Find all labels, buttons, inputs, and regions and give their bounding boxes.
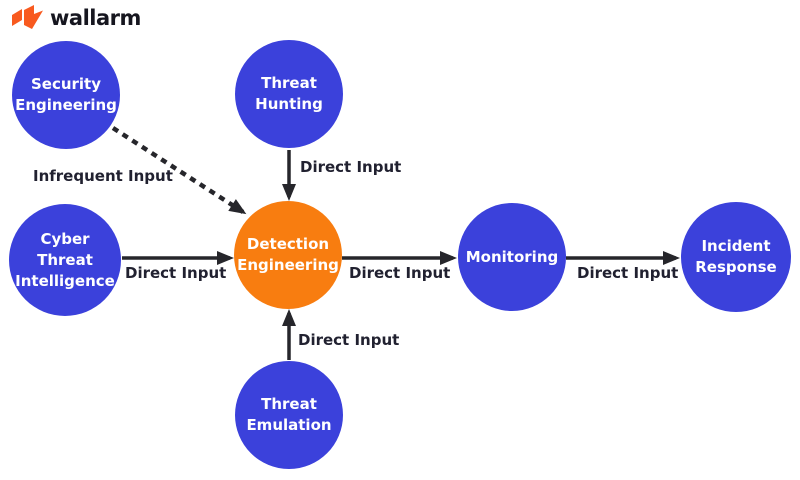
node-cyber-threat-intelligence: Cyber Threat Intelligence xyxy=(9,204,121,316)
wallarm-flag-icon xyxy=(10,5,44,31)
edge-label-direct-input-cyber-threat-intelligence: Direct Input xyxy=(125,264,227,282)
edge-label-direct-input-monitoring: Direct Input xyxy=(349,264,451,282)
edge-label-direct-input-threat-hunting: Direct Input xyxy=(300,158,402,176)
wallarm-wordmark: wallarm xyxy=(50,6,141,30)
node-threat-hunting: Threat Hunting xyxy=(235,40,343,148)
node-monitoring: Monitoring xyxy=(458,203,566,311)
node-threat-emulation: Threat Emulation xyxy=(235,361,343,469)
wallarm-logo: wallarm xyxy=(10,5,141,31)
edge-label-direct-input-incident-response: Direct Input xyxy=(577,264,679,282)
edge-label-direct-input-threat-emulation: Direct Input xyxy=(298,331,400,349)
edge-label-infrequent-input: Infrequent Input xyxy=(33,167,173,185)
node-detection-engineering: Detection Engineering xyxy=(234,201,342,309)
node-security-engineering: Security Engineering xyxy=(12,41,120,149)
node-incident-response: Incident Response xyxy=(681,202,791,312)
